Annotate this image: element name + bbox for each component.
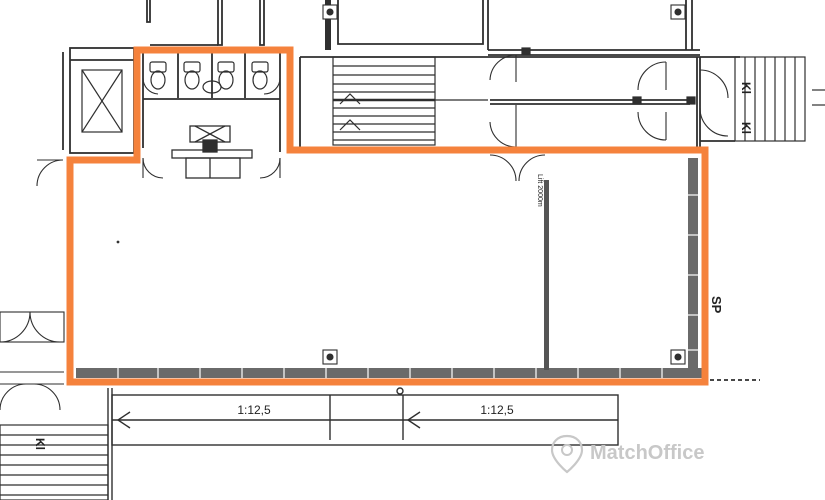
ramp-ratio-label-right: 1:12,5	[480, 403, 514, 417]
kl-label-1: Kl	[739, 82, 753, 94]
watermark-text: MatchOffice	[590, 442, 704, 464]
highlighted-area-outline	[66, 46, 709, 386]
stairs-top-middle	[332, 56, 436, 146]
toilet-fixtures	[149, 61, 269, 94]
outlet-symbols	[322, 4, 686, 365]
door-swings	[0, 54, 729, 411]
stairs-right	[734, 56, 825, 142]
kl-label-3: Kl	[33, 438, 47, 450]
stairs-bottom-left	[0, 424, 109, 500]
corridor-rails	[335, 47, 696, 105]
main-space-interior	[76, 158, 702, 378]
elevator-shaft	[81, 69, 123, 133]
kl-label-2: Kl	[739, 122, 753, 134]
sink-counter	[171, 125, 253, 179]
structural-walls	[62, 0, 760, 381]
location-pin-icon	[550, 434, 584, 474]
side-label-sp: SP	[709, 296, 724, 314]
ramp-structure	[107, 387, 619, 500]
ramp-ratio-label-left: 1:12,5	[237, 403, 271, 417]
matchoffice-watermark: MatchOffice	[550, 434, 704, 474]
lift-label: Lift 2000m	[536, 174, 543, 207]
